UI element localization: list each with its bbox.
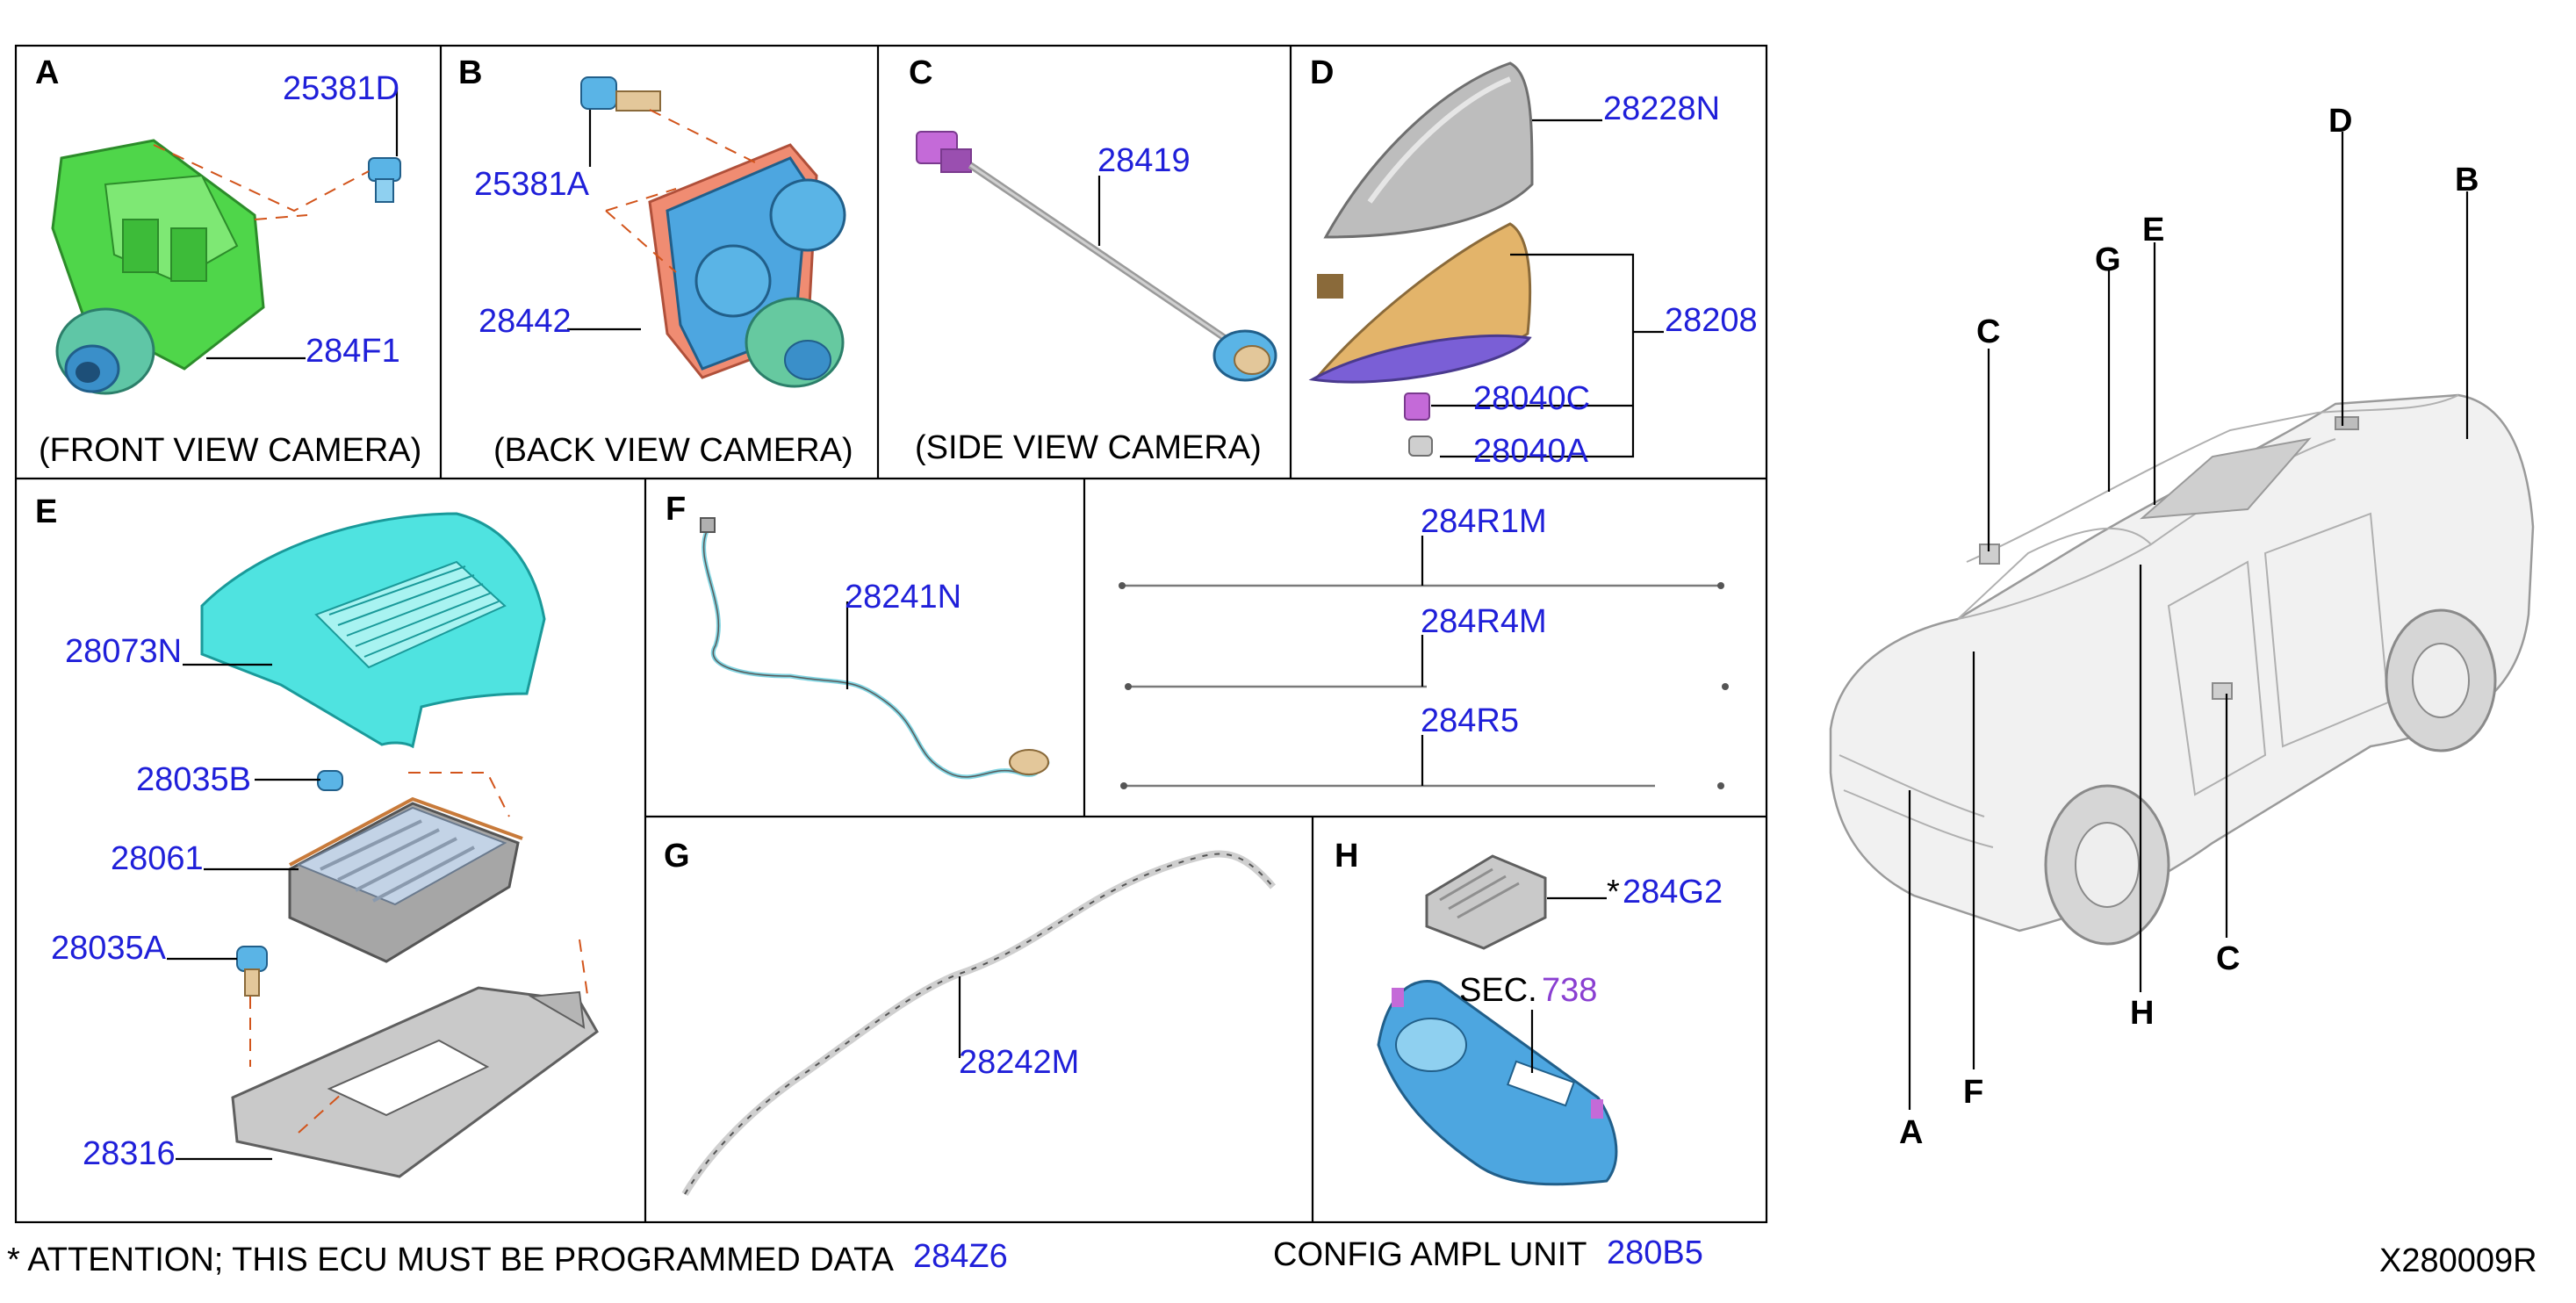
screw-28035a-illustration bbox=[236, 946, 268, 997]
part-number-284r4m[interactable]: 284R4M bbox=[1421, 603, 1547, 640]
part-number-284f1[interactable]: 284F1 bbox=[306, 333, 400, 370]
screw-28040a-illustration bbox=[1408, 436, 1433, 457]
callout-a: A bbox=[1899, 1114, 1923, 1151]
part-number-280b5[interactable]: 280B5 bbox=[1607, 1235, 1703, 1271]
sec-label: SEC. bbox=[1459, 972, 1537, 1009]
antenna-cover-illustration bbox=[1323, 61, 1534, 239]
section-letter-d: D bbox=[1310, 54, 1334, 91]
part-number-28073n[interactable]: 28073N bbox=[65, 633, 182, 670]
section-letter-g: G bbox=[664, 838, 690, 875]
attention-note: * ATTENTION; THIS ECU MUST BE PROGRAMMED… bbox=[7, 1242, 895, 1278]
cable-284r5-illustration bbox=[1120, 782, 1724, 789]
part-number-28242m[interactable]: 28242M bbox=[959, 1044, 1079, 1081]
part-number-284z6[interactable]: 284Z6 bbox=[913, 1238, 1008, 1275]
harness-28242m-illustration bbox=[681, 850, 1277, 1197]
part-number-28035b[interactable]: 28035B bbox=[136, 761, 251, 798]
section-letter-h: H bbox=[1335, 838, 1358, 875]
sec-number-738[interactable]: 738 bbox=[1542, 972, 1597, 1009]
screw-25381a-illustration bbox=[580, 76, 661, 112]
section-letter-a: A bbox=[35, 54, 59, 91]
callout-b: B bbox=[2455, 162, 2479, 198]
part-number-284r1m[interactable]: 284R1M bbox=[1421, 503, 1547, 540]
part-number-28040a[interactable]: 28040A bbox=[1473, 433, 1589, 470]
part-number-284g2[interactable]: 284G2 bbox=[1623, 874, 1723, 911]
ecu-28061-illustration bbox=[288, 796, 523, 963]
section-b: B 25381A 28442 (BACK VIEW CAMERA) bbox=[458, 54, 853, 469]
cable-284r4m-illustration bbox=[1125, 683, 1729, 690]
caption-back-view-camera: (BACK VIEW CAMERA) bbox=[493, 432, 853, 469]
config-ampl-unit-label: CONFIG AMPL UNIT bbox=[1273, 1236, 1587, 1273]
vehicle-callouts: D B E G C C H F A bbox=[1899, 103, 2479, 1151]
caption-side-view-camera: (SIDE VIEW CAMERA) bbox=[915, 429, 1262, 466]
section-letter-e: E bbox=[35, 493, 57, 530]
part-number-25381d[interactable]: 25381D bbox=[283, 70, 399, 107]
back-view-camera-illustration bbox=[648, 143, 846, 388]
section-g: G 28242M bbox=[664, 838, 1277, 1197]
section-a: A 25381D 284F1 (FRONT VIEW CAMERA) bbox=[35, 54, 421, 469]
grid-frames bbox=[14, 44, 1768, 1224]
section-d: D 28228N 28208 28040C 28040A bbox=[1308, 54, 1758, 470]
tray-sec738-illustration bbox=[1377, 980, 1618, 1186]
diagram-id: X280009R bbox=[2379, 1242, 2537, 1279]
part-number-25381a[interactable]: 25381A bbox=[474, 166, 590, 203]
section-letter-f: F bbox=[666, 491, 686, 528]
screw-28035b-illustration bbox=[317, 770, 343, 791]
harness-28241n-illustration bbox=[700, 517, 1050, 780]
callout-g: G bbox=[2095, 241, 2121, 278]
part-number-28208[interactable]: 28208 bbox=[1665, 302, 1758, 339]
vehicle-illustration bbox=[1829, 393, 2535, 946]
side-view-camera-illustration bbox=[916, 131, 1277, 382]
part-number-28442[interactable]: 28442 bbox=[479, 303, 572, 340]
part-number-28419[interactable]: 28419 bbox=[1097, 142, 1191, 179]
front-view-camera-illustration bbox=[51, 139, 265, 395]
section-letter-c: C bbox=[909, 54, 932, 91]
bracket-28316-illustration bbox=[231, 986, 599, 1178]
part-number-28061[interactable]: 28061 bbox=[111, 840, 204, 877]
part-number-28035a[interactable]: 28035A bbox=[51, 930, 167, 967]
asterisk-284g2: * bbox=[1607, 874, 1620, 911]
callout-h: H bbox=[2130, 995, 2154, 1032]
callout-c-front: C bbox=[1976, 313, 2000, 350]
section-e: E bbox=[35, 493, 599, 1178]
cover-28073n-illustration bbox=[200, 512, 546, 749]
section-c: C 28419 (SIDE VIEW CAMERA) bbox=[909, 54, 1277, 466]
antenna-base-illustration bbox=[1308, 222, 1532, 384]
callout-d: D bbox=[2328, 103, 2352, 140]
part-number-28241n[interactable]: 28241N bbox=[845, 579, 961, 616]
part-number-28316[interactable]: 28316 bbox=[83, 1135, 176, 1172]
part-number-28228n[interactable]: 28228N bbox=[1603, 90, 1720, 127]
callout-c-side: C bbox=[2216, 940, 2240, 977]
screw-25381d-illustration bbox=[368, 157, 401, 203]
section-letter-b: B bbox=[458, 54, 482, 91]
part-number-284r5[interactable]: 284R5 bbox=[1421, 702, 1519, 739]
amp-module-284g2-illustration bbox=[1425, 854, 1547, 950]
caption-front-view-camera: (FRONT VIEW CAMERA) bbox=[39, 432, 421, 469]
callout-e: E bbox=[2142, 212, 2164, 248]
callout-f: F bbox=[1963, 1074, 1983, 1111]
section-h: H * 284G2 SEC. 738 bbox=[1335, 838, 1723, 1186]
section-f: F 28241N 284R1M 284R4M 284R5 bbox=[666, 491, 1729, 789]
part-number-28040c[interactable]: 28040C bbox=[1473, 380, 1590, 417]
footer: * ATTENTION; THIS ECU MUST BE PROGRAMMED… bbox=[7, 1235, 2537, 1279]
clip-28040c-illustration bbox=[1404, 392, 1430, 421]
